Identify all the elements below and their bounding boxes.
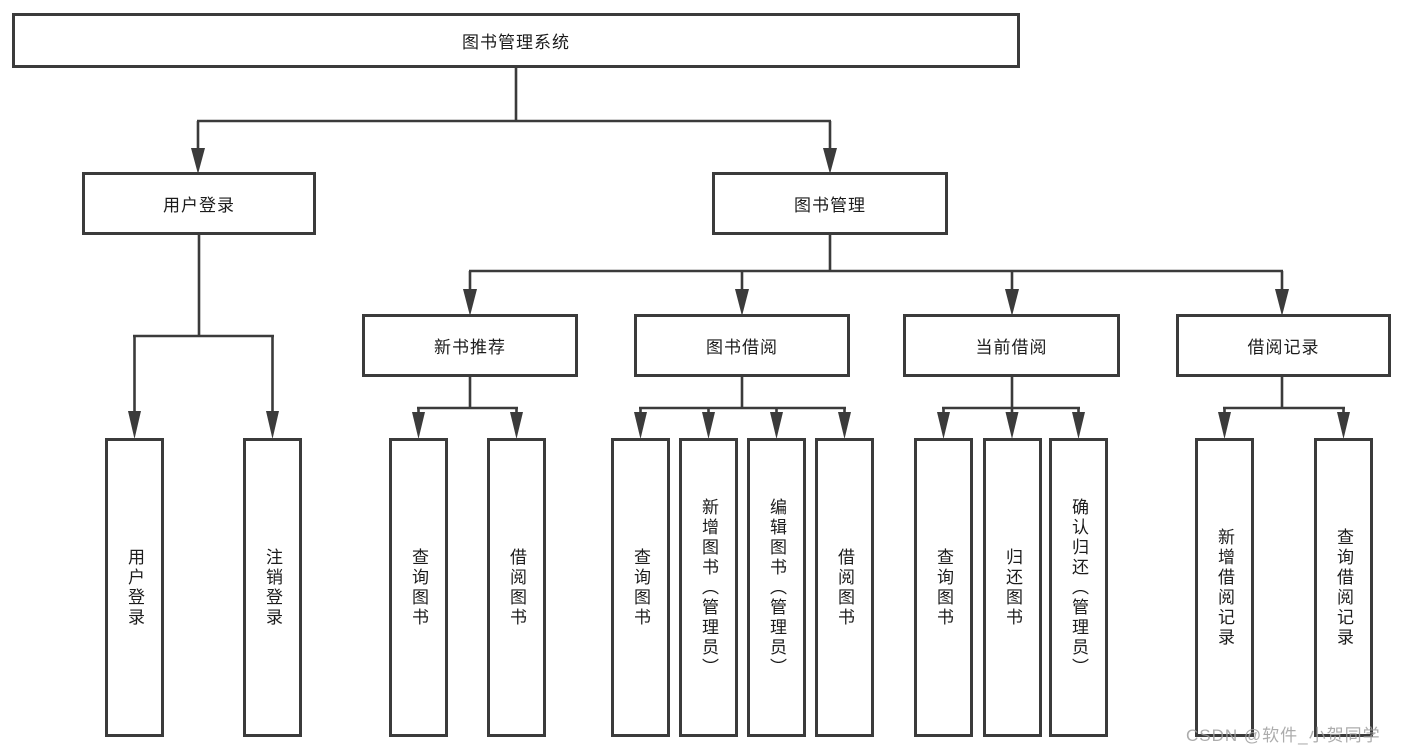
leaf-logout: 注销登录: [243, 438, 302, 737]
leaf-query-books-recommend: 查询图书: [389, 438, 448, 737]
leaf-query-books-borrow: 查询图书: [611, 438, 670, 737]
leaf-query-books-current: 查询图书: [914, 438, 973, 737]
node-current-borrow: 当前借阅: [903, 314, 1120, 377]
leaf-edit-book-admin: 编辑图书（管理员）: [747, 438, 806, 737]
node-user-login: 用户登录: [82, 172, 316, 235]
node-new-book-recommend: 新书推荐: [362, 314, 578, 377]
leaf-user-login: 用户登录: [105, 438, 164, 737]
csdn-watermark: CSDN @软件_小贺同学: [1186, 726, 1381, 745]
leaf-add-book-admin: 新增图书（管理员）: [679, 438, 738, 737]
leaf-borrow-books: 借阅图书: [815, 438, 874, 737]
node-library-management-system: 图书管理系统: [12, 13, 1020, 68]
leaf-return-book: 归还图书: [983, 438, 1042, 737]
leaf-borrow-books-recommend: 借阅图书: [487, 438, 546, 737]
node-borrow-records: 借阅记录: [1176, 314, 1391, 377]
leaf-confirm-return-admin: 确认归还（管理员）: [1049, 438, 1108, 737]
node-book-management: 图书管理: [712, 172, 948, 235]
leaf-query-borrow-record: 查询借阅记录: [1314, 438, 1373, 737]
leaf-add-borrow-record: 新增借阅记录: [1195, 438, 1254, 737]
node-book-borrow: 图书借阅: [634, 314, 850, 377]
